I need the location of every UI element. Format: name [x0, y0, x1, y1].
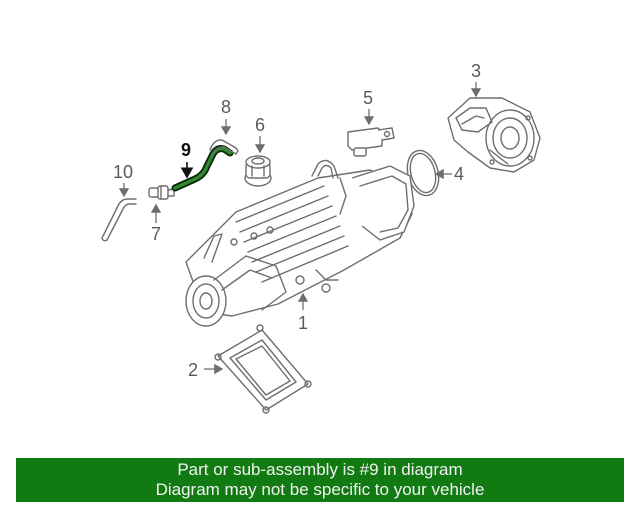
info-banner: Part or sub-assembly is #9 in diagram Di… [16, 458, 624, 502]
callout-9[interactable]: 9 [181, 140, 191, 160]
callout-6[interactable]: 6 [255, 115, 265, 135]
part-3-throttle-body [447, 97, 541, 173]
callout-2[interactable]: 2 [188, 360, 198, 380]
part-6-cap [244, 155, 272, 187]
part-1-supercharger [185, 159, 415, 327]
part-9-hose [171, 145, 234, 192]
banner-line-1: Part or sub-assembly is #9 in diagram [177, 460, 463, 479]
callout-1[interactable]: 1 [298, 313, 308, 333]
callout-8[interactable]: 8 [221, 97, 231, 117]
banner-line-2: Diagram may not be specific to your vehi… [155, 480, 485, 499]
callout-5[interactable]: 5 [363, 88, 373, 108]
part-5-sensor [347, 127, 395, 157]
callout-10[interactable]: 10 [113, 162, 133, 182]
callout-3[interactable]: 3 [471, 61, 481, 81]
part-2-gasket [214, 324, 312, 414]
part-10-tube [101, 198, 137, 242]
callout-4[interactable]: 4 [454, 164, 464, 184]
part-7-valve [148, 185, 175, 200]
part-8-hose [209, 139, 239, 157]
callout-7[interactable]: 7 [151, 224, 161, 244]
